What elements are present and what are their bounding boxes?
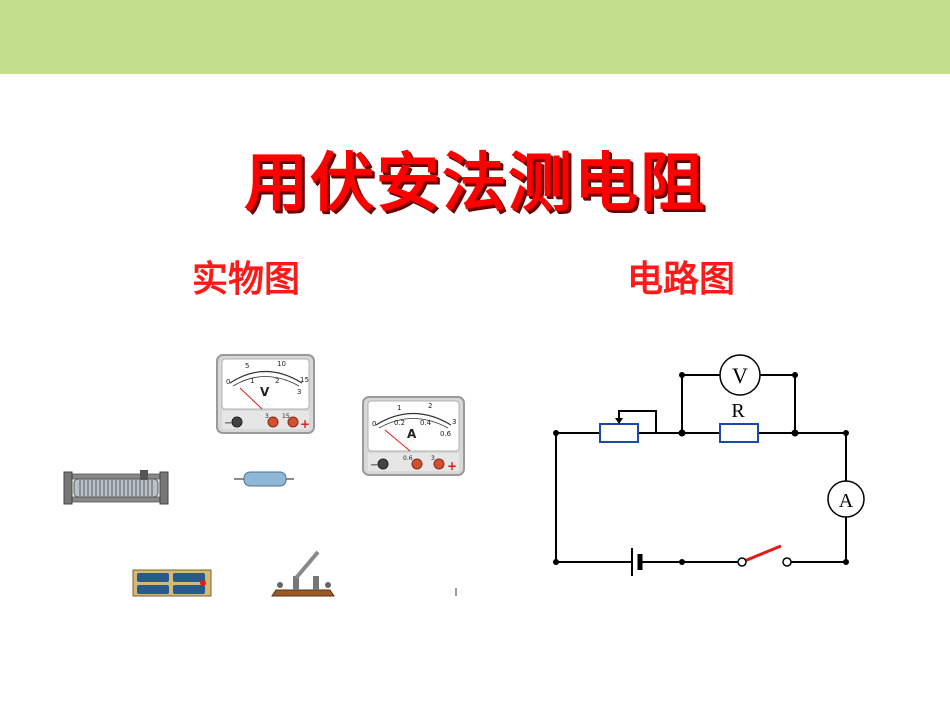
ammeter-scale-end: 3 — [452, 418, 456, 426]
circuit-ammeter-letter: A — [839, 490, 854, 512]
voltmeter-scale-end: 15 — [300, 376, 309, 384]
ammeter-minus: − — [370, 460, 378, 471]
knife-switch-device — [271, 550, 335, 597]
slide-title: 用伏安法测电阻 — [244, 147, 706, 221]
voltmeter-device: 5 10 15 0 1 2 3 V − + 3 15 — [216, 354, 315, 434]
circuit-resistor-label: R — [731, 400, 745, 422]
circuit-ammeter-symbol — [827, 480, 865, 518]
voltmeter-minus: − — [224, 418, 232, 429]
circuit-voltmeter-letter: V — [732, 363, 748, 388]
circuit-switch-symbol — [737, 544, 792, 567]
ammeter-scale-06: 0.6 — [440, 430, 452, 438]
header-bar — [0, 0, 950, 74]
voltmeter-scale-top-2: 10 — [277, 360, 286, 368]
voltmeter-scale-3: 3 — [297, 388, 301, 396]
ammeter-plus: + — [447, 459, 457, 473]
circuit-rheostat-symbol — [599, 418, 639, 443]
rheostat-device — [63, 470, 169, 505]
voltmeter-terminal-15: 15 — [282, 413, 290, 420]
ammeter-scale-0: 0 — [372, 420, 376, 428]
ammeter-scale-top-1: 1 — [397, 404, 401, 412]
circuit-diagram — [555, 374, 847, 563]
resistor-device — [234, 471, 294, 487]
ammeter-terminal-06: 0.6 — [403, 455, 413, 462]
voltmeter-terminal-3: 3 — [265, 413, 269, 420]
ammeter-scale-top-2: 2 — [428, 402, 432, 410]
ammeter-scale-02: 0.2 — [394, 419, 405, 427]
ammeter-unit: A — [407, 427, 417, 441]
battery-pack-device — [132, 569, 212, 597]
circuit-voltmeter-symbol — [719, 354, 761, 396]
voltmeter-scale-1: 1 — [250, 377, 254, 385]
voltmeter-unit: V — [260, 385, 270, 399]
circuit-diagram-label: 电路图 — [627, 259, 736, 300]
voltmeter-scale-top-1: 5 — [245, 362, 249, 370]
circuit-resistor-symbol — [719, 423, 759, 443]
voltmeter-plus: + — [300, 417, 310, 431]
voltmeter-scale-0: 0 — [226, 378, 230, 386]
physical-diagram-label: 实物图 — [192, 259, 301, 300]
circuit-battery-symbol — [631, 548, 643, 576]
circuit-junction-dots — [553, 372, 849, 565]
ammeter-scale-04: 0.4 — [420, 419, 432, 427]
ammeter-device: 1 2 3 0 0.2 0.4 0.6 A − + 0.6 3 — [362, 396, 465, 476]
voltmeter-scale-2: 2 — [275, 377, 279, 385]
ammeter-terminal-3: 3 — [431, 455, 435, 462]
